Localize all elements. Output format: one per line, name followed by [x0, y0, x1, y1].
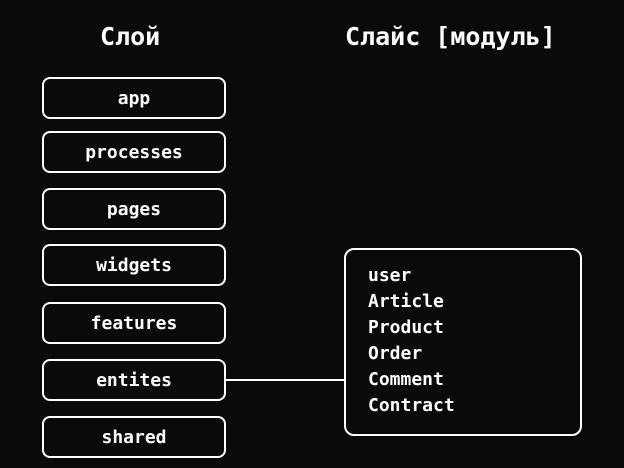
slice-product: Product	[368, 317, 444, 338]
slices-heading: Слайс [модуль]	[345, 22, 556, 51]
slice-list: user Article Product Order Comment Contr…	[368, 263, 455, 419]
entites-connector-line	[226, 379, 345, 381]
layers-heading: Слой	[100, 22, 161, 51]
layer-entites: entites	[42, 359, 226, 401]
layer-shared: shared	[42, 416, 226, 458]
layer-app: app	[42, 77, 226, 119]
slice-comment: Comment	[368, 369, 444, 390]
slices-box: user Article Product Order Comment Contr…	[344, 248, 582, 436]
slice-contract: Contract	[368, 395, 455, 416]
layer-widgets: widgets	[42, 244, 226, 286]
layer-pages: pages	[42, 188, 226, 230]
slice-article: Article	[368, 291, 444, 312]
slice-order: Order	[368, 343, 423, 364]
slice-user: user	[368, 265, 412, 286]
layer-features: features	[42, 302, 226, 344]
layer-processes: processes	[42, 131, 226, 173]
